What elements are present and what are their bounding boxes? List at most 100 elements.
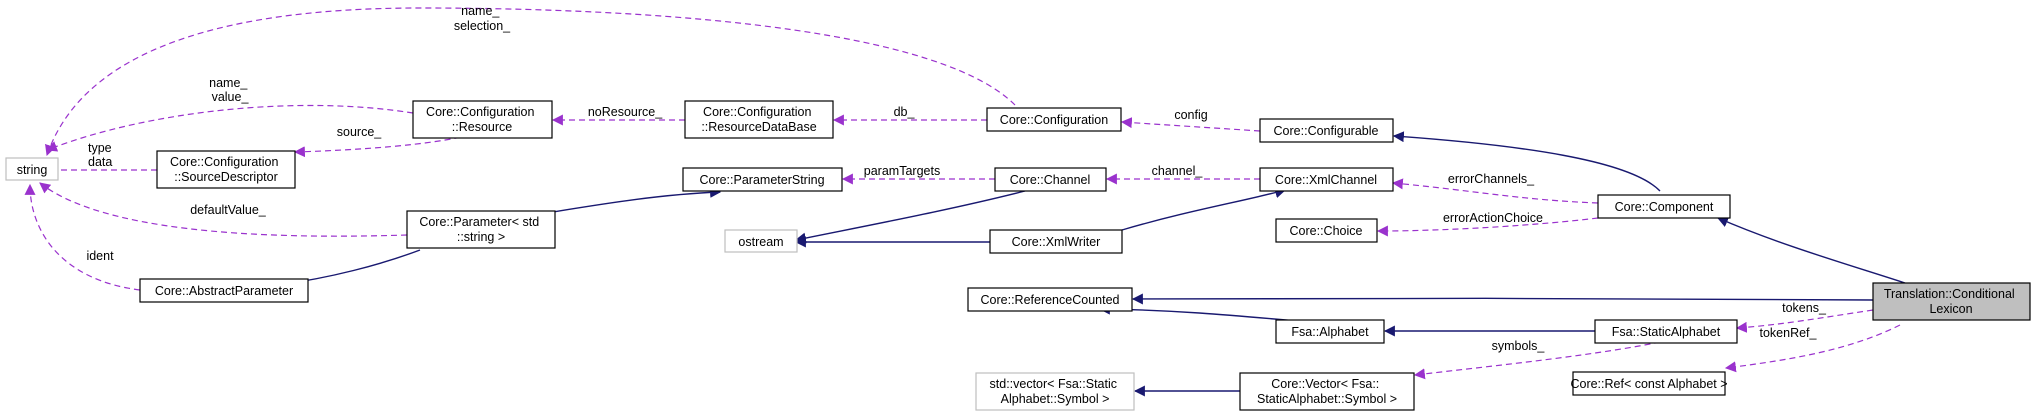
node-box [412,100,553,139]
label-line: value_ [212,90,250,104]
label-line: type [88,141,112,155]
node-label-line: Core::AbstractParameter [155,284,293,298]
node-label: Core::Channel [1010,173,1091,187]
node-label: Core::AbstractParameter [155,284,293,298]
node-label-line: Core::Configuration [1000,113,1108,127]
node-label: ostream [738,235,783,249]
node-label-line: Core::ParameterString [699,173,824,187]
node-box [1275,218,1378,243]
node-component[interactable]: Core::Component [1597,194,1731,219]
node-parameter[interactable]: Core::Parameter< std ::string > [406,210,556,249]
label-line: data [88,155,112,169]
label-line: name_ [461,4,500,18]
edge-channel-ostream [794,190,1026,244]
node-parameterstring[interactable]: Core::ParameterString [682,167,843,192]
node-conditional-lexicon[interactable]: Translation::Conditional Lexicon [1872,282,2031,321]
node-box [986,107,1122,132]
label-db: db_ [894,105,916,119]
node-label-line: Core::Parameter< std [419,215,539,229]
node-label: string [17,163,48,177]
node-label-line: Fsa::StaticAlphabet [1612,325,1721,339]
node-box [1872,282,2031,321]
node-label: Core::Configurable [1274,124,1379,138]
edge-staticalphabet-corevector [1413,339,1671,380]
node-box [684,100,834,139]
label-name-value: name_ value_ [209,76,251,104]
node-label-line: Core::Configurable [1274,124,1379,138]
node-label-line: Core::Configuration [170,155,278,169]
edge-parameter-string [39,182,408,237]
node-box [5,157,59,181]
node-label-line: Core::Ref< const Alphabet > [1570,377,1727,391]
node-label-line: ::SourceDescriptor [174,170,278,184]
edge-labels: name_ selection_ name_ value_ type data … [86,4,1826,353]
node-choice[interactable]: Core::Choice [1275,218,1378,243]
node-label: Core::Vector< Fsa:: StaticAlphabet::Symb… [1257,377,1397,406]
node-label-line: Core::ReferenceCounted [981,293,1120,307]
node-label: Core::Configuration [1000,113,1108,127]
label-ident: ident [86,249,114,263]
node-label-line: Core::XmlChannel [1275,173,1377,187]
node-label-line: Translation::Conditional [1884,287,2015,301]
node-box [975,372,1135,411]
node-staticalphabet[interactable]: Fsa::StaticAlphabet [1594,319,1738,344]
label-default-value: defaultValue_ [190,203,267,217]
label-tokens: tokens_ [1782,301,1827,315]
edge-component-xmlchannel [1391,178,1599,204]
node-alphabet[interactable]: Fsa::Alphabet [1275,319,1385,344]
node-box [994,167,1107,192]
node-box [156,150,296,189]
node-core-ref[interactable]: Core::Ref< const Alphabet > [1570,371,1728,396]
node-label: Core::Ref< const Alphabet > [1570,377,1727,391]
node-label-line: ::ResourceDataBase [701,120,816,134]
label-type-data: type data [88,141,115,169]
label-error-channels: errorChannels_ [1448,172,1535,186]
node-cfg-sourcedescriptor[interactable]: Core::Configuration ::SourceDescriptor [156,150,296,189]
node-box [724,229,798,253]
label-line: selection_ [454,19,511,33]
edge-lexicon-coreref [1724,324,1901,373]
node-label: Translation::Conditional Lexicon [1884,287,2018,316]
node-string[interactable]: string [5,157,59,181]
node-xmlchannel[interactable]: Core::XmlChannel [1259,167,1394,192]
node-label: Core::Choice [1290,224,1363,238]
label-param-targets: paramTargets [864,164,940,178]
label-symbols: symbols_ [1492,339,1546,353]
node-label: Core::ReferenceCounted [981,293,1120,307]
node-ostream[interactable]: ostream [724,229,798,253]
edge-abstractparameter-string [24,183,141,291]
label-name-selection: name_ selection_ [454,4,511,33]
node-label-line: Core::Component [1615,200,1714,214]
edge-configuration-string [45,7,1016,157]
node-label: Core::Configuration ::Resource [426,105,538,134]
node-label-line: Core::XmlWriter [1012,235,1101,249]
node-std-vector-symbol[interactable]: std::vector< Fsa::Static Alphabet::Symbo… [975,372,1135,411]
node-box [989,229,1123,254]
label-no-resource: noResource_ [588,105,663,119]
node-xmlwriter[interactable]: Core::XmlWriter [989,229,1123,254]
node-abstractparameter[interactable]: Core::AbstractParameter [139,278,309,303]
node-label-line: Core::Vector< Fsa:: [1271,377,1379,391]
node-channel[interactable]: Core::Channel [994,167,1107,192]
node-label: Fsa::StaticAlphabet [1612,325,1721,339]
node-cfg-resourcedatabase[interactable]: Core::Configuration ::ResourceDataBase [684,100,834,139]
label-source: source_ [337,125,383,139]
node-label-line: Core::Choice [1290,224,1363,238]
node-referencecounted[interactable]: Core::ReferenceCounted [967,287,1133,312]
node-configurable[interactable]: Core::Configurable [1259,118,1394,143]
node-box [1275,319,1385,344]
label-line: name_ [209,76,248,90]
label-config: config [1174,108,1207,122]
edge-lexicon-refcounted [1131,293,1874,305]
node-label-line: Core::Configuration [426,105,534,119]
node-label-line: Core::Channel [1010,173,1091,187]
node-box [139,278,309,303]
node-box [1597,194,1731,219]
node-core-vector[interactable]: Core::Vector< Fsa:: StaticAlphabet::Symb… [1239,372,1415,411]
node-label: Core::Configuration ::ResourceDataBase [701,105,816,134]
node-cfg-resource[interactable]: Core::Configuration ::Resource [412,100,553,139]
node-configuration[interactable]: Core::Configuration [986,107,1122,132]
node-label: Core::XmlWriter [1012,235,1101,249]
nodes: string ostream Core::Configuration ::Sou… [5,100,2031,411]
